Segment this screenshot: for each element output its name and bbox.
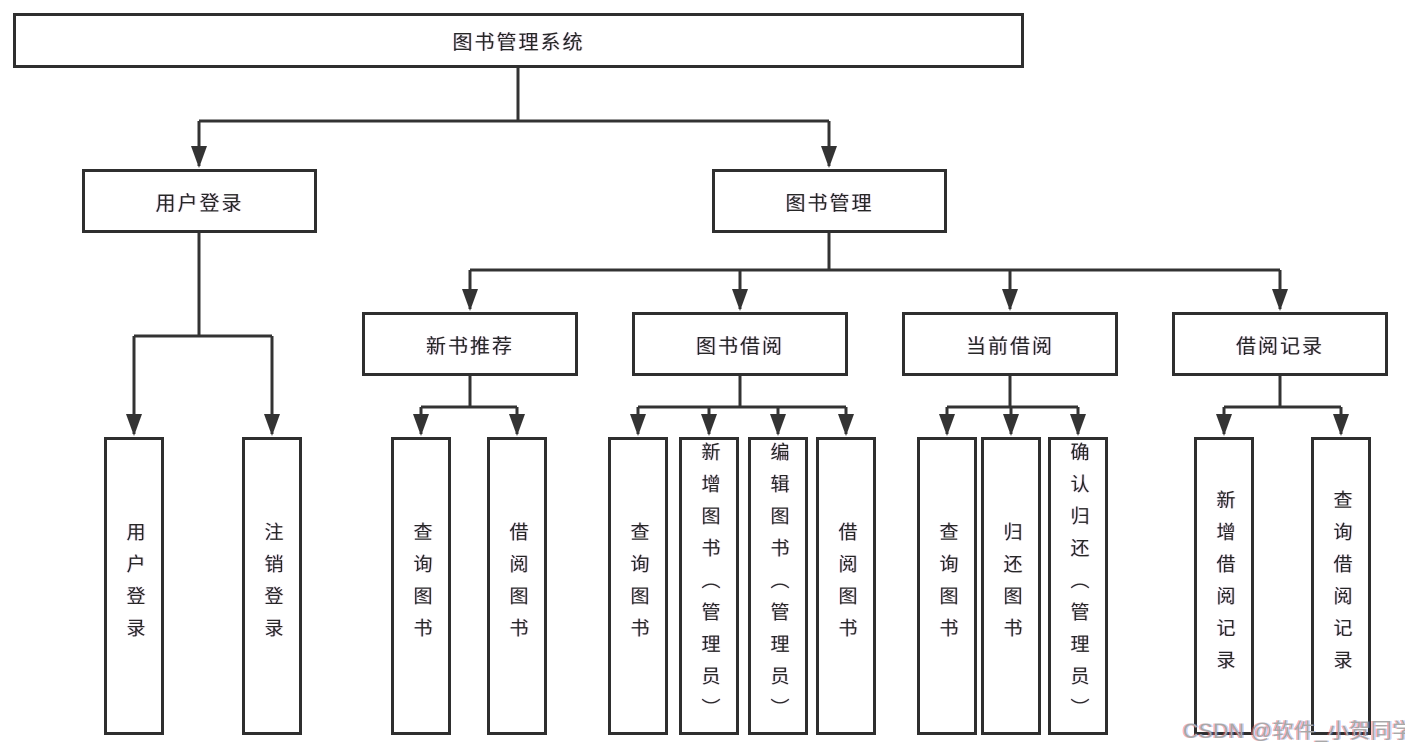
leaf-borrow-books-2: 借阅图书 [816, 437, 876, 735]
leaf-edit-book-admin: 编辑图书（管理员） [748, 437, 808, 735]
leaf-query-borrow-record-label: 查询借阅记录 [1330, 490, 1352, 682]
leaf-query-books-3: 查询图书 [917, 437, 977, 735]
leaf-user-login-label: 用户登录 [123, 522, 145, 650]
node-book-borrow-label: 图书借阅 [696, 335, 784, 358]
node-book-borrow: 图书借阅 [632, 312, 848, 376]
node-user-login-label: 用户登录 [155, 192, 244, 215]
csdn-watermark: CSDN @软件_小贺同学 [1183, 720, 1405, 743]
connector-book-borrow-trunk [638, 376, 846, 409]
leaf-add-book-admin-label: 新增图书（管理员） [698, 442, 720, 730]
leaf-borrow-books-1-label: 借阅图书 [506, 522, 528, 650]
node-current-borrow: 当前借阅 [902, 312, 1118, 376]
leaf-borrow-books-1: 借阅图书 [487, 437, 547, 735]
node-current-borrow-label: 当前借阅 [966, 335, 1054, 358]
node-book-management-label: 图书管理 [785, 192, 874, 215]
connector-root-trunk [199, 68, 829, 123]
leaf-query-books-1: 查询图书 [391, 437, 451, 735]
leaf-return-book-label: 归还图书 [1000, 522, 1022, 650]
leaf-add-borrow-record: 新增借阅记录 [1194, 437, 1254, 735]
leaf-confirm-return-admin: 确认归还（管理员） [1048, 437, 1108, 735]
leaf-query-books-1-label: 查询图书 [410, 522, 432, 650]
connector-current-borrow-trunk [947, 376, 1078, 409]
leaf-confirm-return-admin-label: 确认归还（管理员） [1067, 442, 1089, 730]
leaf-query-books-2-label: 查询图书 [627, 522, 649, 650]
leaf-query-books-3-label: 查询图书 [936, 522, 958, 650]
leaf-return-book: 归还图书 [981, 437, 1041, 735]
node-root: 图书管理系统 [13, 13, 1024, 68]
node-user-login: 用户登录 [82, 169, 317, 233]
leaf-query-borrow-record: 查询借阅记录 [1311, 437, 1371, 735]
leaf-borrow-books-2-label: 借阅图书 [835, 522, 857, 650]
leaf-user-login: 用户登录 [104, 437, 164, 735]
leaf-logout-label: 注销登录 [261, 522, 283, 650]
leaf-logout: 注销登录 [242, 437, 302, 735]
node-book-management: 图书管理 [712, 169, 947, 233]
leaf-add-borrow-record-label: 新增借阅记录 [1213, 490, 1235, 682]
connector-book-management-trunk [470, 233, 1280, 272]
node-new-book-recommend-label: 新书推荐 [426, 335, 514, 358]
connector-borrow-records-trunk [1224, 376, 1341, 409]
connector-user-login-trunk [134, 233, 272, 338]
leaf-edit-book-admin-label: 编辑图书（管理员） [767, 442, 789, 730]
node-borrow-records: 借阅记录 [1172, 312, 1388, 376]
connector-new-book-recommend-trunk [421, 376, 517, 409]
leaf-add-book-admin: 新增图书（管理员） [679, 437, 739, 735]
node-borrow-records-label: 借阅记录 [1236, 335, 1324, 358]
leaf-query-books-2: 查询图书 [608, 437, 668, 735]
node-root-label: 图书管理系统 [452, 32, 585, 54]
node-new-book-recommend: 新书推荐 [362, 312, 578, 376]
